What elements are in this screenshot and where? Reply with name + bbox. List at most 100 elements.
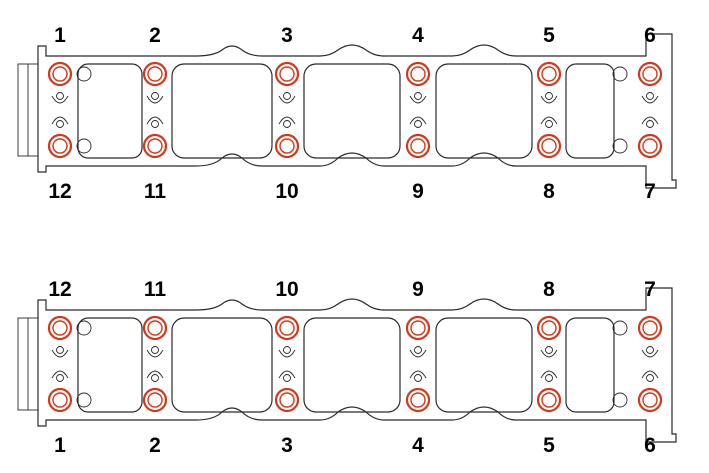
bolt-washer: [47, 61, 73, 87]
bolt-washer: [274, 133, 300, 159]
bolt-washer: [142, 133, 168, 159]
bridge-hole: [414, 120, 422, 128]
dowel-hole: [76, 392, 92, 408]
gasket-outline: [37, 33, 677, 189]
bolt-washer: [47, 315, 73, 341]
bolt-head: [541, 66, 557, 82]
bolt-number-bottom: 1: [54, 434, 66, 457]
bolt-number-top: 4: [412, 24, 424, 47]
bolt-head: [52, 66, 68, 82]
bolt-washer: [536, 387, 562, 413]
bolt-head: [410, 320, 426, 336]
bore-opening: [171, 317, 273, 413]
bolt-number-top: 5: [543, 24, 555, 47]
bridge-contour: [146, 95, 164, 125]
bolt-head: [642, 392, 658, 408]
dowel-hole: [612, 392, 628, 408]
bolt-number-bottom: 12: [48, 180, 71, 203]
bolt-head: [52, 320, 68, 336]
bolt-washer: [405, 133, 431, 159]
bridge-hole: [414, 374, 422, 382]
bridge-hole: [646, 374, 654, 382]
bridge-hole: [283, 374, 291, 382]
bridge-hole: [646, 120, 654, 128]
bore-opening: [565, 63, 615, 159]
bolt-washer: [637, 133, 663, 159]
bolt-number-top: 8: [543, 278, 555, 301]
bridge-hole: [414, 92, 422, 100]
bolt-number-top: 1: [54, 24, 66, 47]
bolt-washer: [142, 387, 168, 413]
bridge-contour: [540, 95, 558, 125]
dowel-hole: [612, 66, 628, 82]
bolt-head: [642, 138, 658, 154]
bridge-hole: [151, 92, 159, 100]
bolt-head: [147, 320, 163, 336]
dowel-hole: [76, 320, 92, 336]
bolt-number-top: 2: [149, 24, 161, 47]
bolt-head: [279, 320, 295, 336]
bolt-number-top: 3: [281, 24, 293, 47]
bolt-head: [642, 320, 658, 336]
bridge-contour: [51, 95, 69, 125]
bolt-washer: [405, 387, 431, 413]
bore-opening: [303, 317, 401, 413]
bolt-head: [642, 66, 658, 82]
bridge-hole: [545, 346, 553, 354]
bolt-number-top: 12: [48, 278, 71, 301]
bore-opening: [303, 63, 401, 159]
bridge-contour: [409, 349, 427, 379]
bolt-washer: [142, 61, 168, 87]
bolt-number-bottom: 9: [412, 180, 424, 203]
bolt-head: [541, 320, 557, 336]
bridge-hole: [283, 346, 291, 354]
bolt-washer: [637, 315, 663, 341]
bridge-hole: [151, 374, 159, 382]
bolt-head: [541, 392, 557, 408]
bridge-hole: [545, 120, 553, 128]
bolt-number-top: 6: [644, 24, 656, 47]
bolt-head: [147, 66, 163, 82]
bore-opening: [565, 317, 615, 413]
dowel-hole: [76, 66, 92, 82]
bridge-contour: [409, 95, 427, 125]
bolt-washer: [47, 387, 73, 413]
bolt-washer: [637, 387, 663, 413]
bridge-contour: [146, 349, 164, 379]
bolt-head: [279, 66, 295, 82]
bolt-number-bottom: 8: [543, 180, 555, 203]
bolt-number-bottom: 6: [644, 434, 656, 457]
bridge-hole: [414, 346, 422, 354]
dowel-hole: [612, 320, 628, 336]
bore-opening: [435, 317, 533, 413]
bolt-head: [279, 138, 295, 154]
bridge-hole: [56, 92, 64, 100]
bridge-contour: [278, 95, 296, 125]
bolt-washer: [536, 315, 562, 341]
bridge-contour: [641, 349, 659, 379]
bolt-number-bottom: 3: [281, 434, 293, 457]
bolt-washer: [536, 61, 562, 87]
bridge-hole: [646, 92, 654, 100]
bolt-washer: [405, 315, 431, 341]
bolt-head: [541, 138, 557, 154]
bolt-number-top: 7: [644, 278, 656, 301]
bolt-washer: [536, 133, 562, 159]
gasket-outline: [37, 287, 677, 443]
bolt-number-top: 11: [144, 278, 167, 301]
bolt-number-bottom: 2: [149, 434, 161, 457]
bridge-hole: [56, 374, 64, 382]
bridge-hole: [56, 346, 64, 354]
bolt-head: [279, 392, 295, 408]
bridge-hole: [56, 120, 64, 128]
bridge-hole: [646, 346, 654, 354]
bolt-washer: [142, 315, 168, 341]
bolt-number-bottom: 7: [644, 180, 656, 203]
bolt-number-top: 10: [275, 278, 298, 301]
bridge-hole: [545, 374, 553, 382]
bridge-contour: [641, 95, 659, 125]
bridge-hole: [151, 120, 159, 128]
